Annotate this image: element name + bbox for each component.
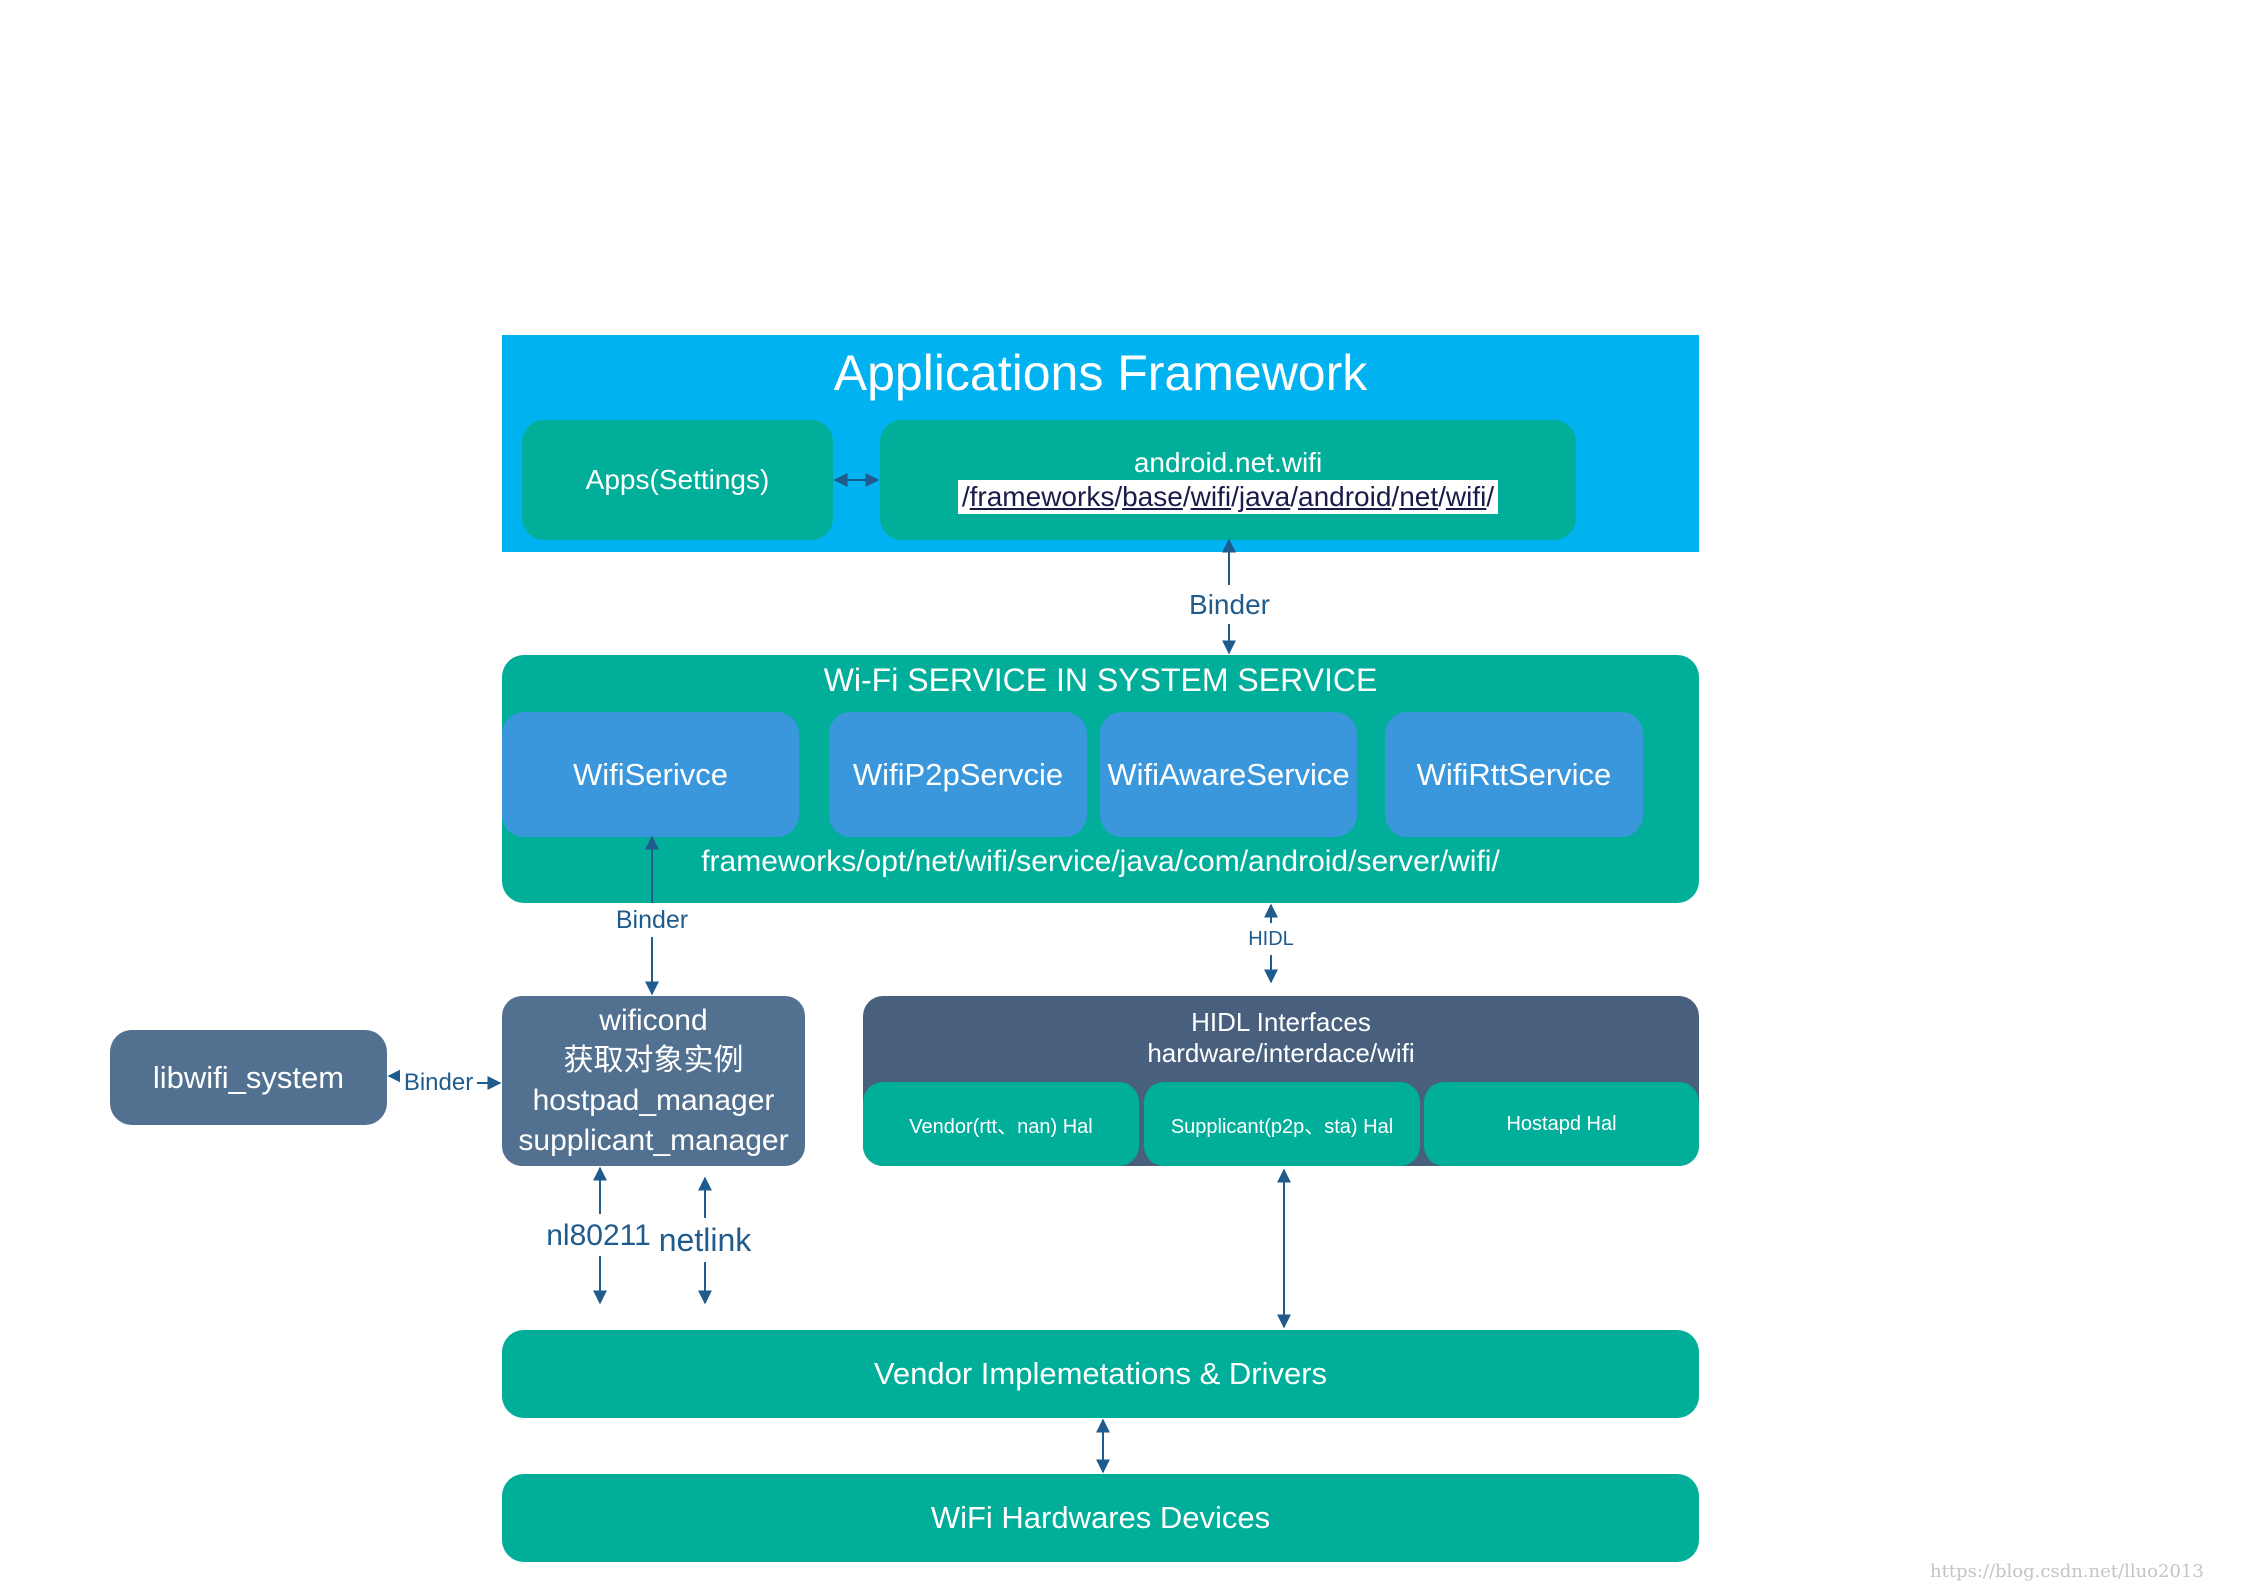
wifi-p2p-service-box: WifiP2pServcie <box>829 712 1087 837</box>
wificond-object-instance: 获取对象实例 <box>563 1044 744 1077</box>
supplicant-hal-box: Supplicant(p2p、sta) Hal <box>1144 1082 1420 1166</box>
hidl-interfaces-title: HIDL Interfaces <box>1191 1007 1371 1037</box>
binder-label-left: Binder <box>400 1066 477 1100</box>
path-link-java[interactable]: java <box>1238 481 1291 512</box>
watermark-url: https://blog.csdn.net/lluo2013 <box>1930 1560 2204 1582</box>
wificond-box: wificond 获取对象实例 hostpad_manager supplica… <box>502 996 805 1166</box>
wifi-service-box: WifiSerivce <box>502 712 799 837</box>
path-link-frameworks[interactable]: frameworks <box>969 481 1115 512</box>
wificond-hostpad-manager: hostpad_manager <box>532 1084 775 1117</box>
wificond-supplicant-manager: supplicant_manager <box>518 1124 789 1157</box>
wifi-hardware-devices-box: WiFi Hardwares Devices <box>502 1474 1699 1562</box>
hidl-interfaces-path: hardware/interdace/wifi <box>1147 1038 1415 1068</box>
path-link-base[interactable]: base <box>1122 481 1183 512</box>
hidl-label: HIDL <box>1245 925 1297 953</box>
wifi-rtt-service-box: WifiRttService <box>1385 712 1643 837</box>
hidl-interfaces-header: HIDL Interfaces hardware/interdace/wifi <box>863 1003 1699 1073</box>
wifi-service-title: Wi-Fi SERVICE IN SYSTEM SERVICE <box>823 661 1378 698</box>
wifi-aware-service-box: WifiAwareService <box>1100 712 1357 837</box>
vendor-implementations-box: Vendor Implemetations & Drivers <box>502 1330 1699 1418</box>
netlink-label: netlink <box>655 1220 755 1260</box>
nl80211-label: nl80211 <box>545 1216 652 1256</box>
vendor-hal-box: Vendor(rtt、nan) Hal <box>863 1082 1139 1166</box>
binder-label-top: Binder <box>1182 586 1277 624</box>
libwifi-system-box: libwifi_system <box>110 1030 387 1125</box>
source-path-links: /frameworks/base/wifi/java/android/net/w… <box>957 480 1499 514</box>
applications-framework-title: Applications Framework <box>833 345 1368 401</box>
path-link-wifi-2[interactable]: wifi <box>1445 481 1487 512</box>
apps-settings-box: Apps(Settings) <box>522 420 833 540</box>
hostapd-hal-box: Hostapd Hal <box>1424 1082 1699 1166</box>
wificond-title: wificond <box>599 1004 708 1037</box>
android-net-wifi-label: android.net.wifi <box>1133 447 1323 478</box>
android-net-wifi-box: android.net.wifi /frameworks/base/wifi/j… <box>880 420 1576 540</box>
path-link-net[interactable]: net <box>1399 481 1439 512</box>
path-link-android[interactable]: android <box>1298 481 1392 512</box>
wifi-service-source-path: frameworks/opt/net/wifi/service/java/com… <box>701 845 1500 878</box>
path-link-wifi[interactable]: wifi <box>1190 481 1232 512</box>
binder-label-mid: Binder <box>615 905 689 934</box>
